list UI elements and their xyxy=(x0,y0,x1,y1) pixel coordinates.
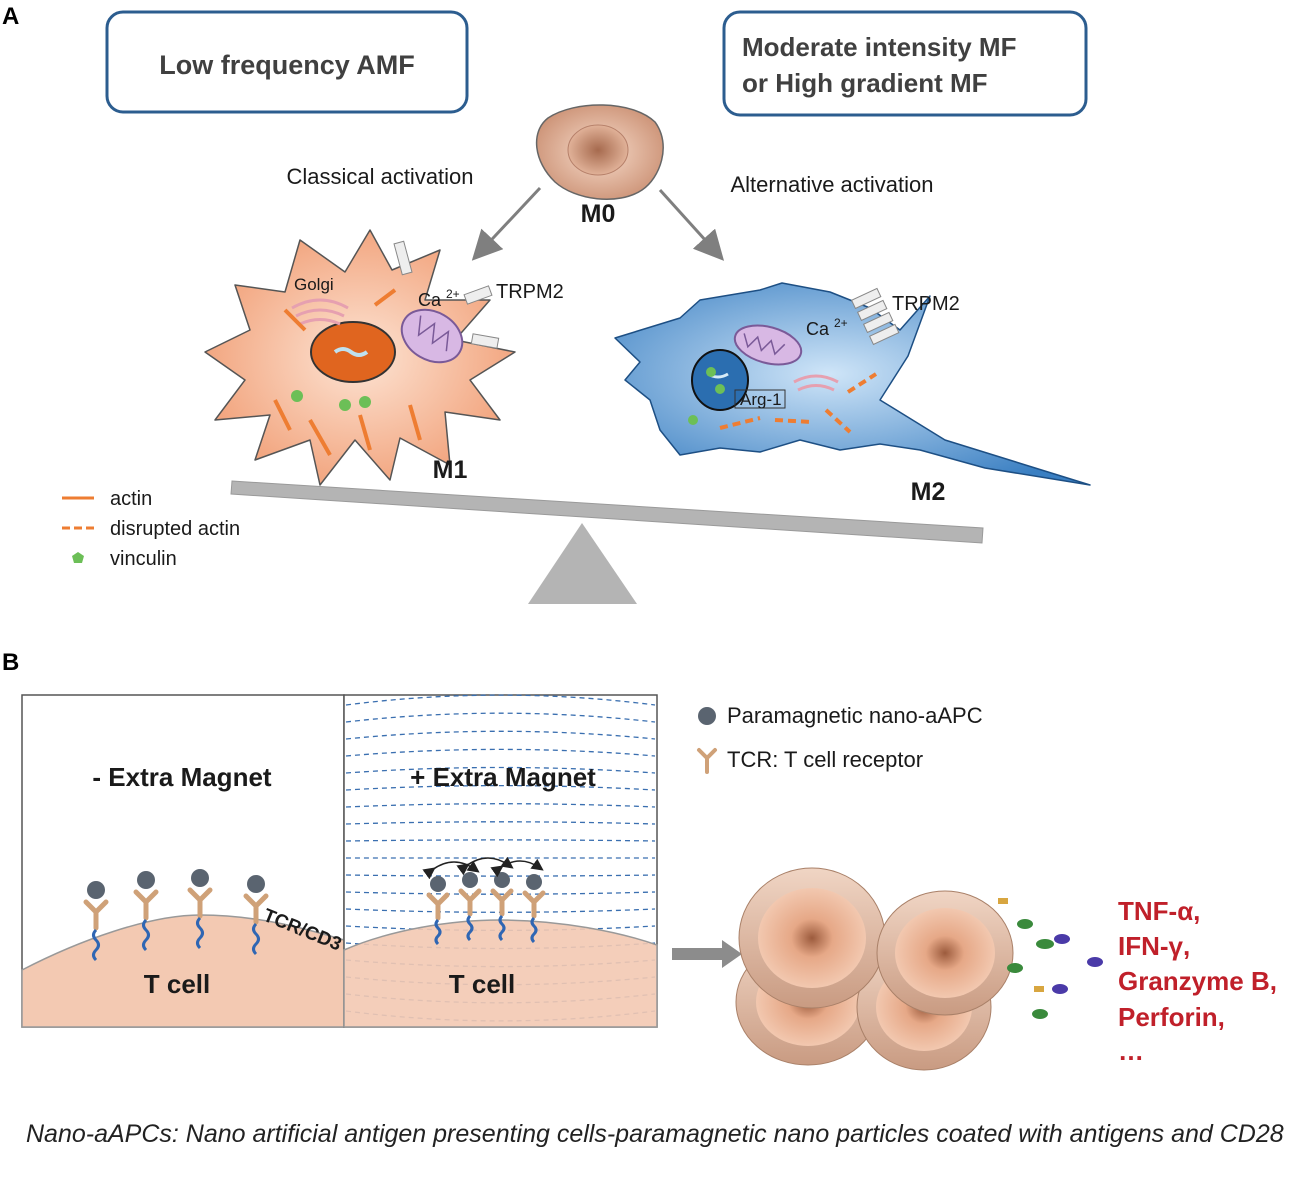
cytokine-particle xyxy=(1052,984,1068,994)
receptor-left-3 xyxy=(187,869,213,950)
tcr-legend-icon xyxy=(697,748,717,774)
field-line xyxy=(345,803,656,808)
receptor-left-2 xyxy=(133,871,159,952)
field-line xyxy=(345,748,656,757)
legend-actin: actin xyxy=(110,488,152,510)
figure-canvas: A Low frequency AMF Moderate intensity M… xyxy=(2,3,1277,1071)
m0-cell xyxy=(535,104,664,201)
panel-a-label: A xyxy=(2,3,19,30)
cytokine-particle xyxy=(1017,919,1033,929)
cytokine-tnf: TNF-α, xyxy=(1118,896,1200,926)
activation-arrow xyxy=(672,940,742,968)
ca-m1-label: Ca xyxy=(418,290,442,310)
cytokine-particle xyxy=(1087,957,1103,967)
receptors-left xyxy=(83,869,269,962)
field-line xyxy=(345,821,656,825)
t-cell-right-label: T cell xyxy=(449,969,515,999)
attraction-arrow-3 xyxy=(490,858,544,878)
legend-panel-a xyxy=(62,496,94,563)
ca-m2-label: Ca xyxy=(806,319,830,339)
box-left-text: Low frequency AMF xyxy=(159,50,415,80)
classical-activation-label: Classical activation xyxy=(286,164,473,189)
cytokine-particle xyxy=(1032,1009,1048,1019)
field-line xyxy=(345,839,656,842)
m0-label: M0 xyxy=(581,200,616,228)
ca-m2-superscript: 2+ xyxy=(834,316,848,330)
legend-vinculin: vinculin xyxy=(110,548,177,570)
golgi-label: Golgi xyxy=(294,275,334,294)
box-low-frequency-amf xyxy=(105,10,469,114)
receptor-cluster-1 xyxy=(426,876,450,946)
arg1-label: Arg-1 xyxy=(740,390,782,409)
arrow-to-m2 xyxy=(658,188,725,261)
figure-caption: Nano-aAPCs: Nano artificial antigen pres… xyxy=(26,1120,1284,1148)
cytokine-particle xyxy=(1034,986,1044,992)
m1-label: M1 xyxy=(433,456,468,484)
box-right-text-2: or High gradient MF xyxy=(742,68,988,98)
legend-vinculin-swatch xyxy=(72,552,84,563)
t-cell-right xyxy=(343,919,658,1028)
receptor-left-4 xyxy=(243,875,269,956)
activated-t-cells xyxy=(735,867,1014,1071)
balance-beam xyxy=(230,480,984,544)
ca-m1-superscript: 2+ xyxy=(446,287,460,301)
field-line xyxy=(345,730,656,740)
receptor-cluster-4 xyxy=(522,874,546,944)
arrow-to-m1 xyxy=(471,186,542,261)
field-line xyxy=(345,712,656,723)
cytokine-perforin: Perforin, xyxy=(1118,1002,1225,1032)
legend-disrupted-actin: disrupted actin xyxy=(110,518,240,540)
cytokine-particle xyxy=(1007,963,1023,973)
panel-b-label: B xyxy=(2,649,19,676)
m2-label: M2 xyxy=(911,478,946,506)
cytokine-particle xyxy=(1036,939,1054,949)
activated-t-cell-4 xyxy=(876,890,1014,1016)
cytokine-particle xyxy=(998,898,1008,904)
field-line xyxy=(345,766,656,774)
field-line xyxy=(345,784,656,791)
activated-t-cell-3 xyxy=(738,867,886,1009)
nano-aapc-legend-icon xyxy=(698,707,716,725)
legend-tcr: TCR: T cell receptor xyxy=(727,747,923,772)
field-line xyxy=(345,891,656,895)
cytokine-granzyme: Granzyme B, xyxy=(1118,966,1277,996)
receptor-left-1 xyxy=(83,881,109,962)
alternative-activation-label: Alternative activation xyxy=(731,172,934,197)
receptors-clustered xyxy=(422,856,546,946)
m2-macrophage xyxy=(614,282,1091,486)
trpm2-m1-label: TRPM2 xyxy=(496,281,564,303)
box-right-text-1: Moderate intensity MF xyxy=(742,32,1016,62)
minus-magnet-label: - Extra Magnet xyxy=(92,762,271,792)
box-moderate-intensity-mf xyxy=(722,10,1088,117)
field-line xyxy=(345,694,656,706)
t-cell-left-label: T cell xyxy=(144,969,210,999)
legend-nano-aapc: Paramagnetic nano-aAPC xyxy=(727,703,983,728)
m1-macrophage xyxy=(204,229,516,486)
plus-magnet-label: + Extra Magnet xyxy=(410,762,596,792)
trpm2-m2-label: TRPM2 xyxy=(892,293,960,315)
cytokine-particle xyxy=(1054,934,1070,944)
cytokine-particles xyxy=(998,898,1103,1019)
balance-fulcrum xyxy=(528,523,637,604)
cytokine-ellipsis: … xyxy=(1118,1036,1144,1066)
cytokine-ifn: IFN-γ, xyxy=(1118,931,1190,961)
